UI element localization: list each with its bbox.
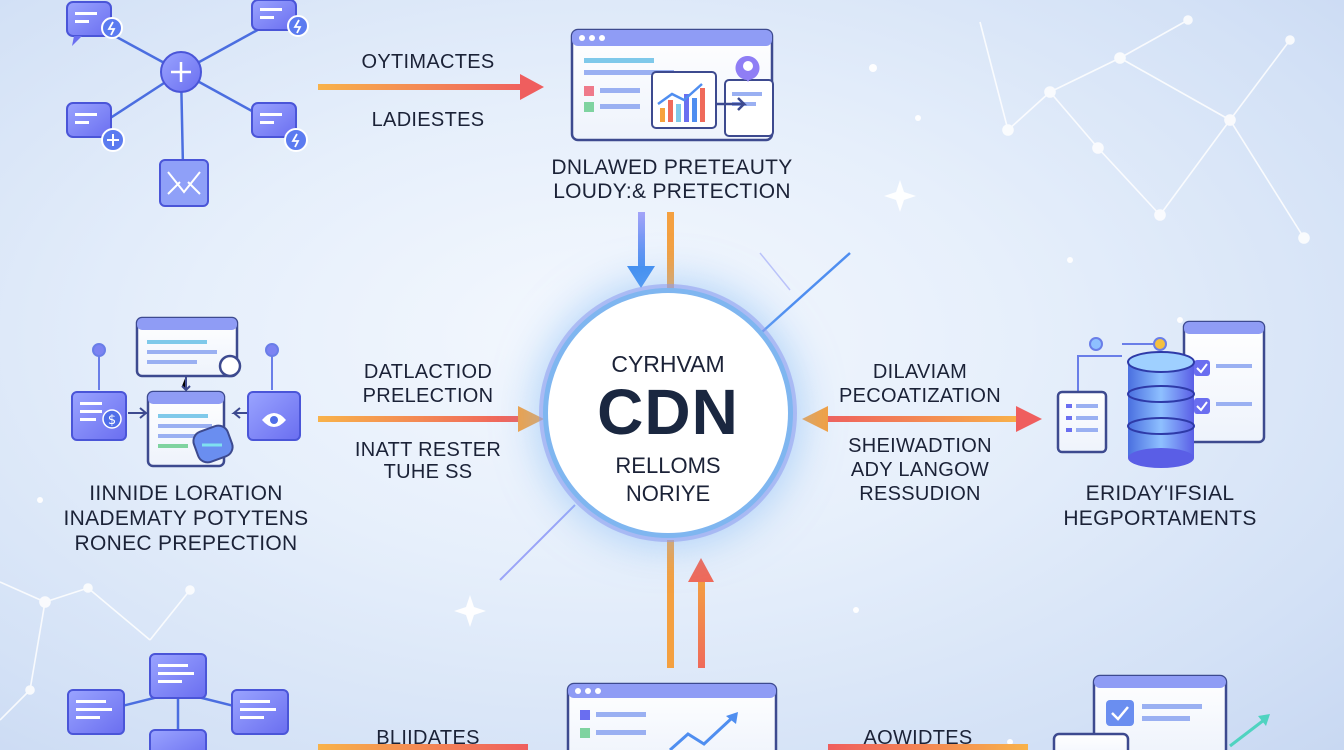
bottom-left-arrow-label: BLIIDATES bbox=[376, 727, 480, 749]
left-network-group: $ bbox=[71, 316, 301, 468]
right-group-caption-1: ERIDAY'IFSIAL bbox=[1085, 482, 1235, 505]
connector-bottom-vertical bbox=[667, 540, 714, 668]
bottom-right-arrow-label: AOWIDTES bbox=[863, 727, 973, 749]
top-panel-caption-2: LOUDY:& PRETECTION bbox=[553, 180, 791, 203]
arrow-bottom-left bbox=[318, 744, 528, 750]
top-panel-caption-1: DNLAWED PRETEAUTY bbox=[551, 156, 793, 179]
connector-top-vertical bbox=[627, 212, 674, 300]
database-cylinder-icon bbox=[1127, 351, 1195, 468]
arrow-left-to-hub bbox=[318, 406, 544, 432]
left-group-caption-1: IINNIDE LORATION bbox=[89, 482, 283, 505]
chat-bubble-icon bbox=[66, 1, 123, 46]
right-arrow-label-4: ADY LANGOW bbox=[850, 459, 990, 481]
chat-bubble-icon bbox=[251, 102, 308, 152]
left-group-caption-3: RONEC PREPECTION bbox=[74, 532, 298, 555]
hub-top-label: CYRHVAM bbox=[611, 351, 725, 377]
left-group-caption-2: INADEMATY POTYTENS bbox=[63, 507, 309, 530]
database-group-right bbox=[1056, 320, 1266, 468]
right-arrow-label-5: RESSUDION bbox=[859, 483, 981, 505]
analytics-panel-top bbox=[570, 28, 774, 142]
chat-bubble-icon bbox=[251, 0, 309, 37]
left-arrow-label-2: PRELECTION bbox=[362, 385, 494, 407]
right-arrow-label-3: SHEIWADTION bbox=[848, 435, 992, 457]
cdn-hub: CYRHVAM CDN RELLOMS NORIYE bbox=[548, 293, 788, 533]
left-arrow-label-3: INATT RESTER bbox=[354, 439, 502, 461]
hub-subtitle-1: RELLOMS bbox=[615, 453, 721, 478]
hub-title: CDN bbox=[597, 376, 739, 448]
constellation-bottom-left bbox=[0, 581, 195, 721]
network-icon-bottom-left bbox=[67, 653, 289, 750]
right-arrow-label-1: DILAVIAM bbox=[872, 361, 968, 383]
hub-subtitle-2: NORIYE bbox=[625, 481, 711, 506]
right-group-caption-2: HEGPORTAMENTS bbox=[1063, 507, 1257, 530]
top-arrow-label-2: LADIESTES bbox=[371, 109, 485, 131]
top-arrow-label-1: OYTIMACTES bbox=[361, 51, 495, 73]
arrow-hub-right-bidirectional bbox=[802, 406, 1042, 432]
arrow-bottom-right bbox=[828, 744, 1028, 750]
arrow-top-right bbox=[318, 74, 544, 100]
checklist-panel-bottom-right bbox=[1052, 674, 1270, 750]
left-arrow-label-4: TUHE SS bbox=[383, 461, 473, 483]
constellation-top-right bbox=[979, 15, 1310, 244]
diagonal-connector-sw bbox=[499, 504, 576, 581]
mail-icon bbox=[159, 159, 209, 207]
svg-text:$: $ bbox=[108, 413, 116, 428]
network-icon-top-left bbox=[66, 0, 309, 207]
right-arrow-label-2: PECOATIZATION bbox=[838, 385, 1002, 407]
analytics-panel-bottom bbox=[566, 682, 778, 750]
chat-bubble-icon bbox=[66, 102, 125, 152]
diagonal-connector-ne bbox=[761, 252, 851, 333]
left-arrow-label-1: DATLACTIOD bbox=[363, 361, 493, 383]
